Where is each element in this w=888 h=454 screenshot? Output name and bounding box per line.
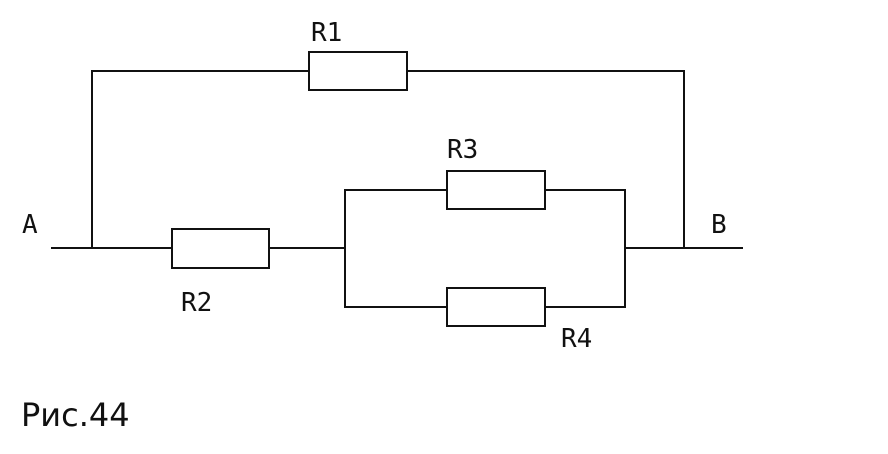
- resistor-r2-label: R2: [181, 288, 212, 318]
- resistor-r1: [308, 51, 408, 91]
- resistor-r3: [446, 170, 546, 210]
- resistor-r2: [171, 228, 270, 269]
- resistor-r4: [446, 287, 546, 327]
- resistor-r1-label: R1: [311, 18, 342, 48]
- figure-caption: Рис.44: [21, 396, 130, 434]
- node-a-label: A: [22, 210, 38, 240]
- resistor-r4-label: R4: [561, 324, 592, 354]
- resistor-r3-label: R3: [447, 135, 478, 165]
- wires: [51, 70, 743, 308]
- node-b-label: B: [711, 210, 727, 240]
